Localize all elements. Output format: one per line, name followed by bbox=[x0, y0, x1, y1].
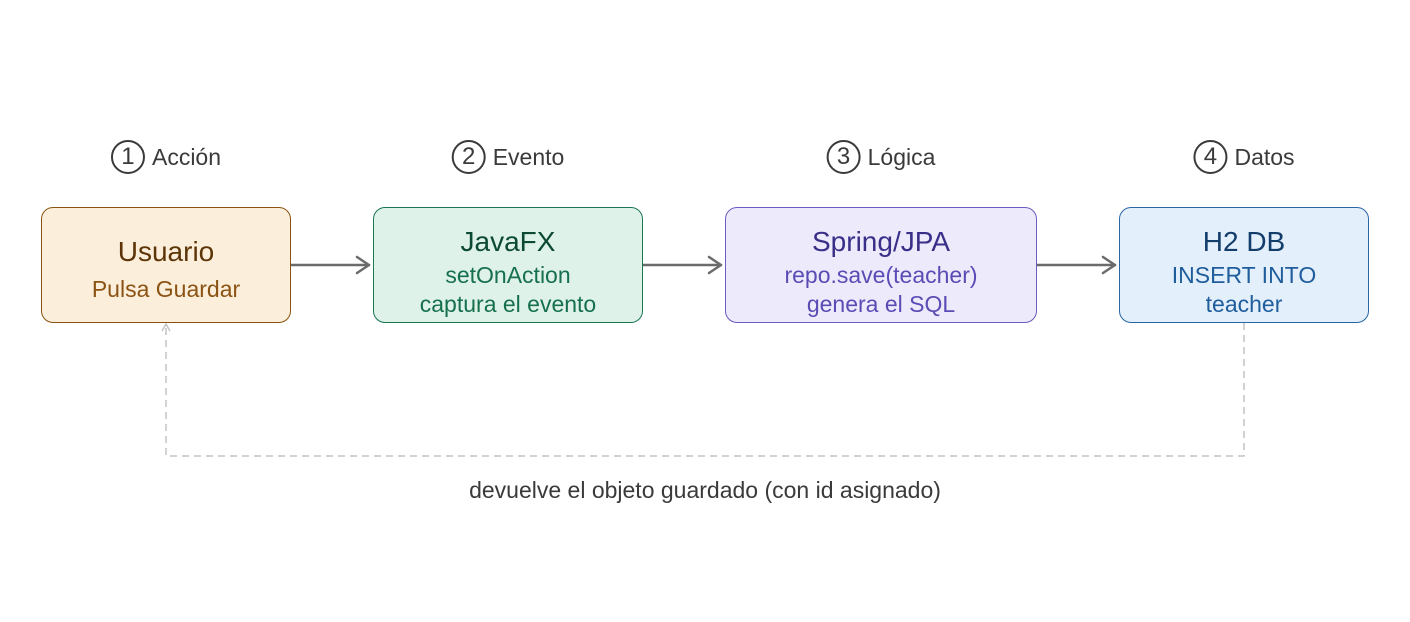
stage-label-evento: 2 Evento bbox=[451, 140, 565, 174]
step-2-badge: 2 bbox=[451, 140, 486, 174]
arrow-javafx-to-spring bbox=[641, 255, 723, 275]
box-usuario-title: Usuario bbox=[117, 235, 215, 267]
return-path-arrow bbox=[161, 322, 1245, 457]
box-javafx-line-1: setOnAction bbox=[445, 262, 571, 288]
box-javafx: JavaFX setOnAction captura el evento bbox=[373, 207, 643, 323]
box-h2-line-2: teacher bbox=[1205, 291, 1283, 317]
arrow-spring-to-h2 bbox=[1035, 255, 1117, 275]
box-h2-title: H2 DB bbox=[1202, 226, 1286, 257]
box-h2-db: H2 DB INSERT INTO teacher bbox=[1119, 207, 1369, 323]
stage-label-accion: 1 Acción bbox=[110, 140, 222, 174]
stage-label-logica: 3 Lógica bbox=[826, 140, 936, 174]
return-path-label: devuelve el objeto guardado (con id asig… bbox=[469, 477, 941, 503]
arrow-usuario-to-javafx bbox=[289, 255, 371, 275]
stage-4-label: Datos bbox=[1234, 143, 1295, 170]
box-javafx-line-2: captura el evento bbox=[419, 291, 597, 317]
box-spring-jpa: Spring/JPA repo.save(teacher) genera el … bbox=[725, 207, 1037, 323]
box-javafx-title: JavaFX bbox=[460, 226, 556, 257]
stage-2-label: Evento bbox=[492, 143, 565, 170]
box-h2-line-1: INSERT INTO bbox=[1171, 262, 1317, 288]
box-usuario: Usuario Pulsa Guardar bbox=[41, 207, 291, 323]
step-1-badge: 1 bbox=[110, 140, 145, 174]
box-spring-line-2: genera el SQL bbox=[806, 291, 956, 317]
stage-1-label: Acción bbox=[151, 143, 222, 170]
step-4-badge: 4 bbox=[1193, 140, 1228, 174]
stage-3-label: Lógica bbox=[867, 143, 936, 170]
stage-label-datos: 4 Datos bbox=[1193, 140, 1295, 174]
box-usuario-line-1: Pulsa Guardar bbox=[91, 275, 241, 302]
box-spring-line-1: repo.save(teacher) bbox=[784, 262, 978, 288]
box-spring-title: Spring/JPA bbox=[812, 226, 950, 257]
step-3-badge: 3 bbox=[826, 140, 861, 174]
